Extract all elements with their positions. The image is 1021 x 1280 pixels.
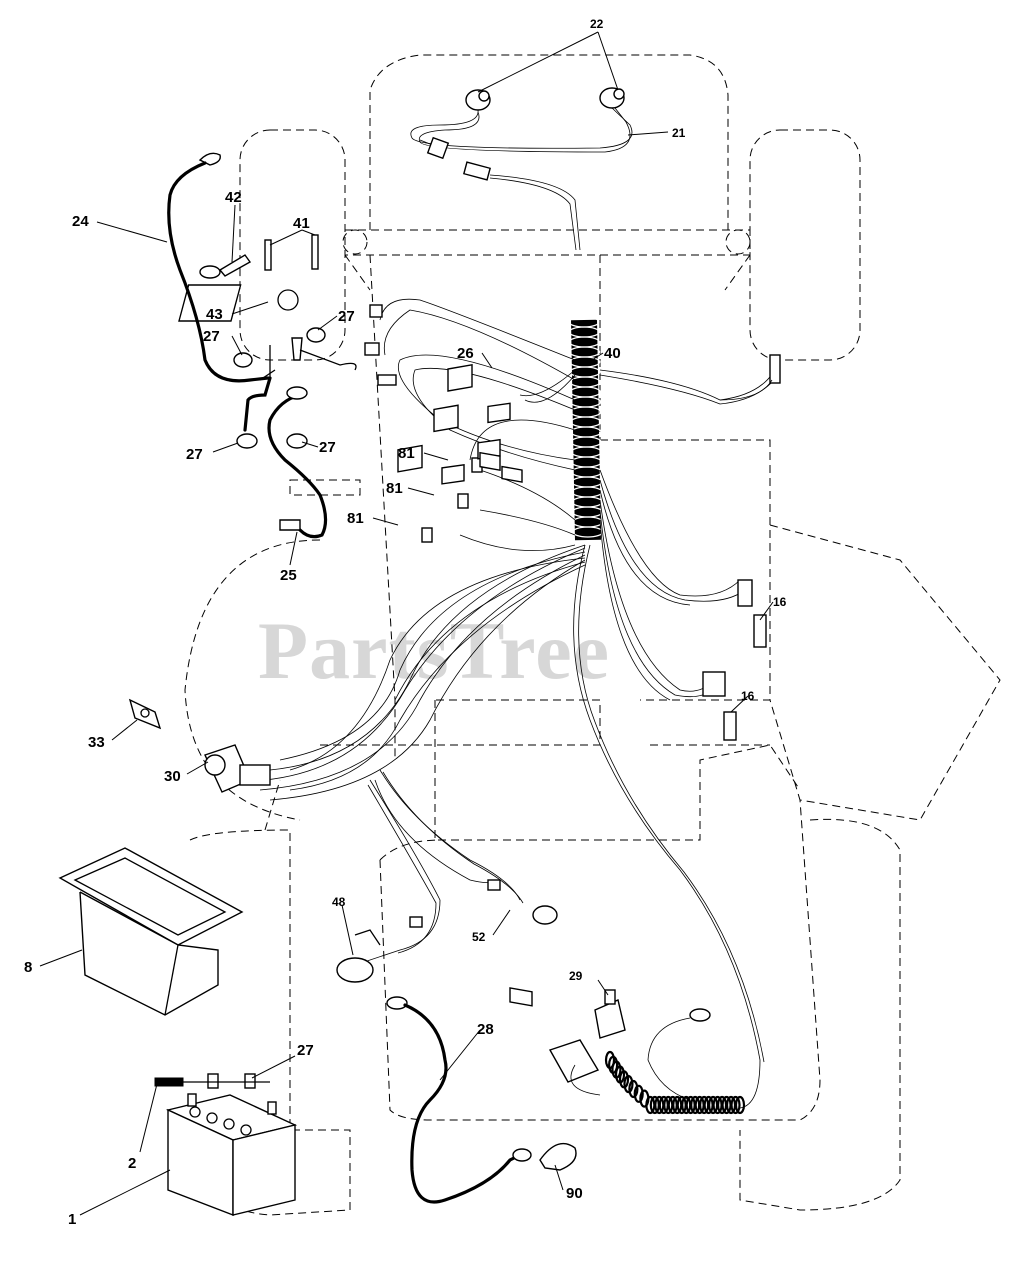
callouts: 22 21 24 42 41 43 27 27 27 27 26 40 81 8…	[24, 17, 787, 1228]
ignition-switch	[128, 698, 271, 793]
watermark: PartsTree	[258, 605, 610, 696]
relays	[397, 363, 511, 543]
connector-26	[364, 304, 523, 483]
callout-8: 8	[24, 959, 32, 976]
cables-top	[167, 152, 328, 539]
headlight-harness	[410, 87, 633, 251]
battery-box	[58, 847, 244, 1016]
relay-81-b	[433, 404, 469, 509]
callout-25: 25	[280, 567, 297, 584]
callout-16-a: 16	[773, 595, 787, 609]
callout-81-c: 81	[347, 510, 364, 527]
relay-81-c	[397, 444, 433, 543]
callout-41: 41	[293, 215, 310, 232]
tractor-outline	[184, 54, 1001, 1216]
callout-81-a: 81	[398, 445, 415, 462]
callout-27-d: 27	[319, 439, 336, 456]
main-loom	[568, 316, 604, 541]
callout-27-b: 27	[338, 308, 355, 325]
callout-43: 43	[206, 306, 223, 323]
callout-81-b: 81	[386, 480, 403, 497]
wire-bundles	[259, 298, 779, 1109]
callout-26: 26	[457, 345, 474, 362]
cables-bottom	[386, 996, 577, 1204]
callout-27-e: 27	[297, 1042, 314, 1059]
connectors-right	[702, 354, 781, 741]
callout-27-c: 27	[186, 446, 203, 463]
callout-22: 22	[590, 17, 604, 31]
callout-40: 40	[604, 345, 621, 362]
callout-27-a: 27	[203, 328, 220, 345]
solenoid-assembly	[178, 234, 357, 449]
callout-24: 24	[72, 213, 89, 230]
relay-81-a	[447, 363, 483, 473]
callout-1: 1	[68, 1211, 76, 1228]
callout-16-b: 16	[741, 689, 755, 703]
battery	[154, 1073, 298, 1217]
callout-33: 33	[88, 734, 105, 751]
callout-29: 29	[569, 969, 583, 983]
callout-52: 52	[472, 930, 486, 944]
rear-components	[336, 879, 746, 1115]
callout-30: 30	[164, 768, 181, 785]
callout-2: 2	[128, 1155, 136, 1172]
leader-lines	[39, 31, 774, 1216]
callout-48: 48	[332, 895, 346, 909]
callout-42: 42	[225, 189, 242, 206]
callout-90: 90	[566, 1185, 583, 1202]
callout-21: 21	[672, 126, 686, 140]
callout-28: 28	[477, 1021, 494, 1038]
